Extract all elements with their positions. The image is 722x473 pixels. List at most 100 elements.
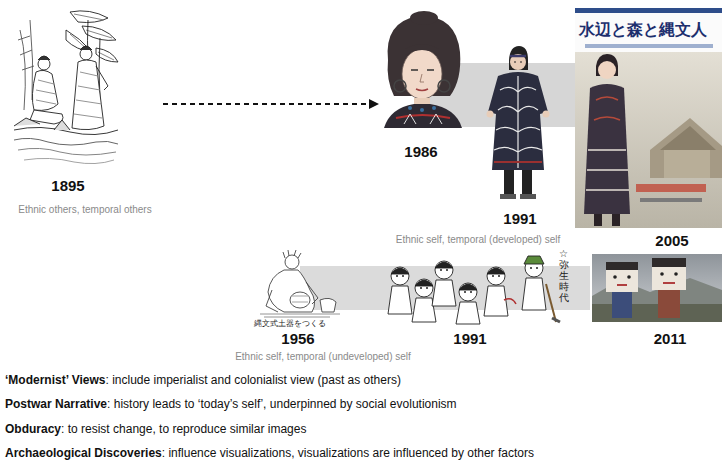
cartoon-group-illustration-part — [484, 267, 508, 316]
year-label: 1956 — [281, 330, 314, 347]
cartoon-group-illustration — [388, 256, 560, 324]
photo-illustration-part — [613, 275, 617, 279]
row-caption: Ethnic self, temporal (undeveloped) self — [235, 351, 411, 362]
poster-illustration-part — [594, 97, 620, 120]
year-label: 1895 — [51, 177, 84, 194]
poster-illustration-part — [585, 44, 713, 48]
robed-figure-illustration — [487, 46, 550, 199]
term-name: ‘Modernist’ Views — [5, 373, 105, 387]
term-name: Obduracy — [5, 422, 61, 436]
year-label: 1991 — [453, 330, 486, 347]
robed-figure-illustration-part — [510, 55, 526, 58]
portrait-illustration-part — [394, 80, 406, 92]
photo-illustration-part — [617, 284, 627, 286]
portrait-illustration-part — [410, 11, 438, 25]
photo-illustration — [592, 254, 722, 322]
poster-illustration-part — [584, 84, 630, 214]
poster-illustration-part — [598, 61, 616, 79]
poster-illustration-part — [636, 184, 706, 192]
cartoon-group-illustration-part — [396, 268, 538, 292]
portrait-illustration-part — [438, 80, 450, 92]
sketch-caption: 縄文式土器をつくる — [254, 318, 326, 329]
term-definition: : influence visualizations, visualizatio… — [162, 446, 534, 460]
cartoon-group-illustration-part-part — [546, 284, 556, 322]
definition-line: Postwar Narrative: history leads to ‘tod… — [5, 397, 457, 411]
poster-illustration-part — [594, 214, 602, 226]
robed-figure-illustration-part — [522, 170, 532, 194]
woodblock-illustration-part — [66, 30, 92, 52]
photo-illustration-part — [674, 272, 678, 276]
woodblock-illustration-part — [20, 20, 33, 110]
cartoon-group-illustration-part — [432, 261, 456, 306]
image-panel: 1986 — [378, 10, 468, 161]
portrait-illustration-part — [408, 106, 412, 110]
pottery-sketch-illustration-part — [290, 292, 310, 308]
period-label: ☆弥生時代 — [559, 248, 569, 303]
cartoon-group-illustration-part-part — [432, 280, 456, 306]
portrait-illustration-part — [402, 49, 442, 99]
woodblock-illustration-part — [80, 46, 92, 50]
definition-line: ‘Modernist’ Views: include imperialist a… — [5, 373, 401, 387]
robed-figure-illustration-part — [504, 170, 514, 194]
cartoon-group-illustration-part-part — [459, 284, 477, 290]
pottery-sketch-illustration-part — [260, 314, 340, 317]
cartoon-group-illustration-part-part — [487, 268, 505, 274]
cartoon-group-illustration-part-part — [435, 262, 453, 268]
photo-illustration-part — [612, 292, 632, 318]
photo-illustration-part — [592, 304, 722, 322]
pottery-sketch-illustration-part — [292, 296, 308, 302]
year-label: 2005 — [655, 232, 688, 249]
dashed-arrow — [163, 103, 378, 105]
robed-figure-illustration-part — [487, 111, 494, 118]
photo-illustration-part — [658, 290, 680, 318]
poster-illustration-part — [575, 8, 722, 52]
woodblock-illustration-part — [96, 66, 108, 90]
image-panel: 縄文式土器をつくる1956 — [250, 246, 350, 350]
cartoon-group-illustration-part-part — [487, 267, 505, 285]
poster-illustration-part — [612, 214, 620, 226]
poster-illustration-part — [575, 8, 722, 228]
poster-illustration-part — [660, 126, 716, 150]
photo-illustration-part — [592, 254, 722, 322]
term-definition: : to resist change, to reproduce similar… — [61, 422, 306, 436]
panel-caption: Ethnic others, temporal others — [18, 204, 151, 215]
poster-title: 水辺と森と縄文人 — [578, 20, 708, 41]
woodblock-illustration-part — [70, 14, 114, 60]
robed-figure-illustration-part — [494, 161, 542, 163]
cartoon-group-illustration-part-part — [552, 318, 560, 322]
woodblock-illustration-part — [24, 158, 114, 163]
cartoon-group-illustration-part-part — [388, 286, 412, 314]
term-definition: : history leads to ‘today’s self’, under… — [107, 397, 457, 411]
cartoon-group-illustration-part-part — [459, 283, 477, 301]
year-label: 1991 — [503, 210, 536, 227]
photo-illustration-part — [663, 282, 675, 284]
cartoon-group-illustration-part — [504, 299, 516, 304]
robed-figure-illustration-part — [543, 111, 550, 118]
cartoon-group-illustration-part-part — [524, 256, 544, 264]
robed-figure-illustration-part — [500, 194, 536, 199]
year-label: 2011 — [654, 330, 687, 347]
cartoon-group-illustration-part — [456, 283, 480, 324]
robed-figure-illustration-part — [494, 76, 542, 168]
photo-illustration-part — [606, 262, 638, 270]
image-panel: 1895Ethnic others, temporal others — [8, 4, 163, 216]
cartoon-group-illustration-part — [388, 267, 412, 314]
image-panel: 2011 — [588, 250, 722, 350]
poster-illustration-part — [575, 8, 722, 13]
pottery-sketch-illustration-part — [285, 255, 299, 269]
cartoon-group-illustration-part-part — [415, 279, 433, 297]
portrait-illustration-part — [404, 44, 440, 56]
pottery-sketch-illustration-part — [320, 298, 336, 312]
woodblock-illustration-part — [36, 80, 56, 104]
photo-illustration-part — [627, 275, 631, 279]
cartoon-group-illustration-part-part — [456, 302, 480, 324]
poster-illustration-part — [586, 150, 629, 190]
row-caption: Ethnic self, temporal (developed) self — [396, 234, 561, 245]
woodblock-illustration-part — [74, 72, 102, 118]
woodblock-illustration-part — [72, 60, 104, 130]
portrait-illustration-part — [416, 89, 428, 91]
cartoon-group-illustration-part-part — [391, 268, 409, 274]
woodblock-illustration — [14, 11, 118, 164]
cartoon-group-illustration-part-part — [415, 280, 433, 286]
pottery-sketch-illustration — [260, 250, 340, 317]
